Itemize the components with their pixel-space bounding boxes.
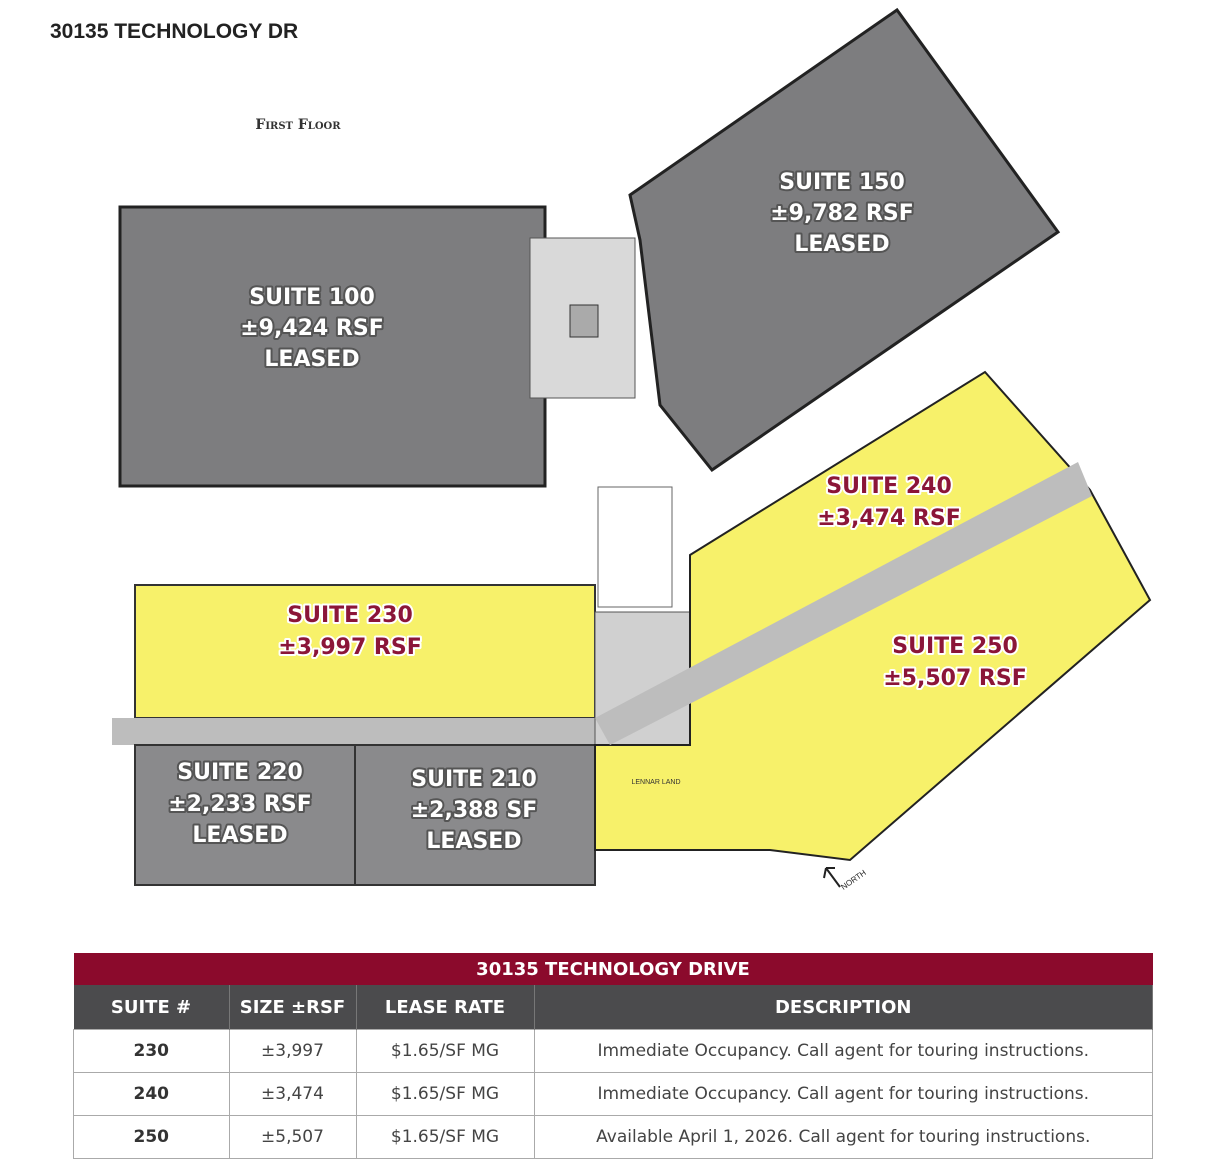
- col-suite: SUITE #: [73, 985, 230, 1030]
- suite-250-label: SUITE 250 ±5,507 RSF: [881, 632, 1029, 693]
- floor-label: First Floor: [255, 117, 341, 133]
- stair-tower: [597, 486, 673, 608]
- svg-text:±9,424 RSF: ±9,424 RSF: [240, 316, 384, 341]
- suite-cell: 240: [73, 1072, 230, 1116]
- svg-text:LEASED: LEASED: [192, 823, 287, 848]
- suite-240-label: SUITE 240 ±3,474 RSF: [815, 472, 963, 533]
- rate-cell: $1.65/SF MG: [355, 1072, 535, 1116]
- north-icon: NORTH: [839, 868, 868, 892]
- elevator: [569, 304, 599, 338]
- tenant-label: LENNAR LAND: [631, 779, 680, 786]
- table-caption: 30135 TECHNOLOGY DRIVE: [73, 953, 1153, 985]
- page-title: 30135 TECHNOLOGY DR: [50, 20, 299, 43]
- suite-cell: 250: [73, 1115, 230, 1159]
- suite-150-area[interactable]: [628, 7, 1061, 473]
- svg-text:±3,474 RSF: ±3,474 RSF: [817, 506, 961, 531]
- svg-text:SUITE 240: SUITE 240: [826, 474, 952, 499]
- description-cell: Immediate Occupancy. Call agent for tour…: [533, 1072, 1153, 1116]
- description-cell: Immediate Occupancy. Call agent for tour…: [533, 1029, 1153, 1073]
- svg-text:±5,507 RSF: ±5,507 RSF: [883, 666, 1027, 691]
- rate-cell: $1.65/SF MG: [355, 1029, 535, 1073]
- suite-100-label: SUITE 100 ±9,424 RSF LEASED: [238, 283, 386, 374]
- col-size: SIZE ±RSF: [229, 985, 357, 1030]
- table-row: 230 ±3,997 $1.65/SF MG Immediate Occupan…: [73, 1029, 1153, 1073]
- table-row: 240 ±3,474 $1.65/SF MG Immediate Occupan…: [73, 1072, 1153, 1116]
- suite-210-area[interactable]: [354, 744, 596, 886]
- svg-text:SUITE 100: SUITE 100: [249, 285, 375, 310]
- svg-text:LEASED: LEASED: [264, 347, 359, 372]
- corridor: [112, 718, 595, 745]
- north-arrow: NORTH: [823, 867, 868, 892]
- floor-plan: First Floor SUITE 100 ±9,424 RSF LEASED …: [112, 7, 1152, 892]
- suite-220-label: SUITE 220 ±2,233 RSF LEASED: [166, 758, 314, 850]
- svg-text:SUITE 150: SUITE 150: [779, 170, 905, 195]
- suite-220-area[interactable]: [134, 744, 356, 886]
- svg-text:±3,997 RSF: ±3,997 RSF: [278, 635, 422, 660]
- rate-cell: $1.65/SF MG: [355, 1115, 535, 1159]
- svg-text:SUITE 250: SUITE 250: [892, 634, 1018, 659]
- table-row: 250 ±5,507 $1.65/SF MG Available April 1…: [73, 1115, 1153, 1159]
- suite-150-label: SUITE 150 ±9,782 RSF LEASED: [768, 168, 916, 259]
- suite-240-250-area[interactable]: [594, 370, 1152, 862]
- svg-text:±2,233 RSF: ±2,233 RSF: [168, 792, 312, 817]
- col-rate: LEASE RATE: [356, 985, 535, 1030]
- suite-210-label: SUITE 210 ±2,388 SF LEASED: [409, 765, 540, 856]
- svg-text:LEASED: LEASED: [794, 232, 889, 257]
- size-cell: ±3,997: [228, 1029, 357, 1073]
- svg-text:SUITE 210: SUITE 210: [411, 767, 537, 792]
- svg-text:±9,782 RSF: ±9,782 RSF: [770, 201, 914, 226]
- suite-230-label: SUITE 230 ±3,997 RSF: [276, 601, 424, 662]
- svg-text:SUITE 220: SUITE 220: [177, 760, 303, 785]
- size-cell: ±5,507: [228, 1115, 357, 1159]
- svg-text:LEASED: LEASED: [426, 829, 521, 854]
- svg-text:SUITE 230: SUITE 230: [287, 603, 413, 628]
- lease-table: 30135 TECHNOLOGY DRIVE SUITE # SIZE ±RSF…: [73, 953, 1153, 1159]
- lobby-area: [529, 237, 636, 399]
- size-cell: ±3,474: [228, 1072, 357, 1116]
- suite-cell: 230: [73, 1029, 230, 1073]
- description-cell: Available April 1, 2026. Call agent for …: [533, 1115, 1153, 1159]
- col-description: DESCRIPTION: [534, 985, 1153, 1030]
- svg-text:±2,388 SF: ±2,388 SF: [411, 798, 538, 823]
- wing-corridor: [595, 462, 1092, 745]
- suite-230-area[interactable]: [134, 584, 596, 719]
